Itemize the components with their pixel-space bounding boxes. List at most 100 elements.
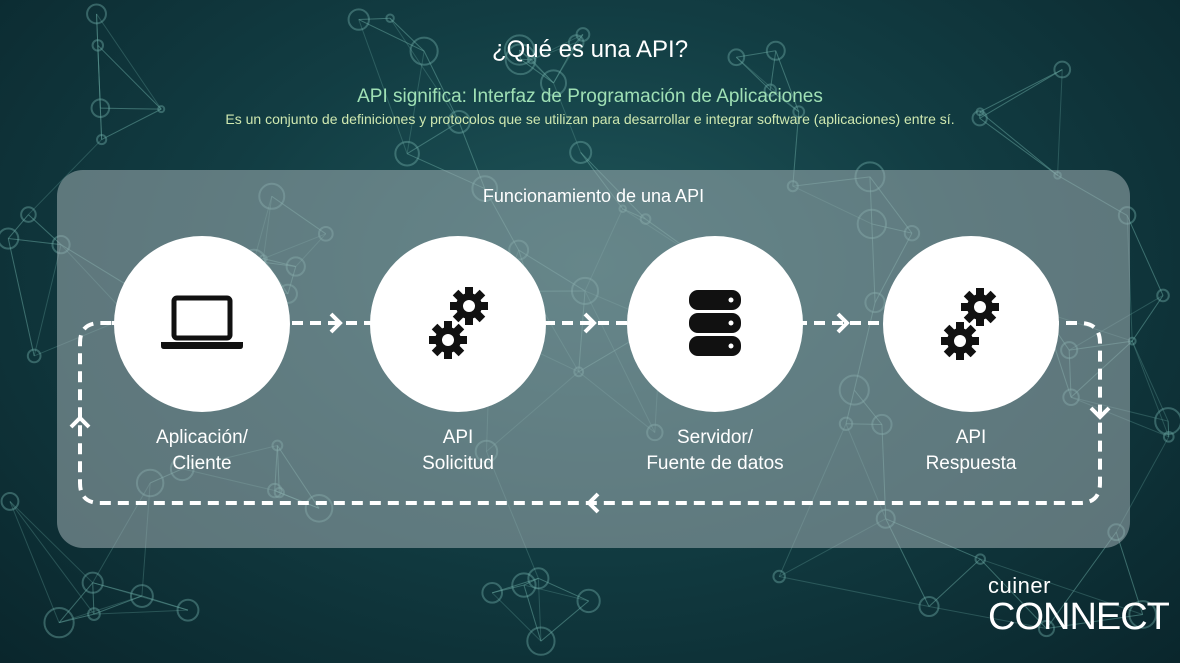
network-node: [1156, 288, 1170, 303]
network-link: [141, 595, 189, 611]
network-link: [735, 56, 800, 113]
network-link: [523, 577, 539, 586]
node-label-line2: Respuesta: [925, 453, 1017, 474]
subtitle: API significa: Interfaz de Programación …: [357, 86, 823, 107]
network-link: [96, 13, 162, 110]
network-node: [527, 567, 550, 590]
network-link: [770, 89, 800, 113]
network-link: [735, 56, 771, 91]
network-link: [99, 108, 103, 140]
network-node: [157, 105, 166, 114]
network-link: [928, 606, 1047, 630]
network-link: [28, 214, 62, 246]
node-label-line1: Aplicación/: [156, 427, 248, 448]
network-link: [538, 577, 589, 602]
brand-top: cuiner: [988, 573, 1051, 598]
arrow-up: [69, 415, 91, 429]
network-link: [735, 56, 771, 91]
arrow-right-1: [329, 312, 343, 334]
network-link: [1126, 215, 1164, 296]
node-label-line2: Fuente de datos: [646, 453, 784, 474]
network-link: [1167, 421, 1170, 437]
node-label-line2: Cliente: [172, 453, 232, 474]
network-node: [1053, 60, 1072, 79]
network-link: [92, 582, 143, 597]
network-link: [99, 108, 103, 140]
network-link: [100, 107, 162, 110]
network-link: [58, 582, 94, 623]
network-link: [519, 49, 522, 60]
network-link: [979, 111, 1058, 176]
network-link: [92, 582, 189, 611]
network-node: [727, 48, 746, 67]
network-link: [519, 49, 532, 61]
network-link: [980, 558, 1143, 615]
network-link: [979, 558, 1047, 629]
network-link: [58, 613, 95, 624]
node-label-line1: API: [442, 427, 474, 448]
network-link: [538, 577, 589, 602]
network-node: [971, 110, 988, 127]
network-link: [96, 13, 99, 46]
network-link: [33, 244, 62, 357]
network-link: [28, 214, 62, 246]
network-link: [141, 595, 189, 611]
network-link: [553, 34, 584, 84]
network-link: [1126, 215, 1164, 296]
network-link: [8, 238, 62, 246]
network-node: [539, 69, 568, 97]
network-link: [97, 45, 101, 109]
network-link: [96, 13, 99, 46]
arrow-right-3: [836, 312, 850, 334]
node-api-solicitud: [370, 236, 546, 412]
network-link: [92, 582, 143, 597]
network-link: [769, 50, 777, 91]
network-node: [765, 40, 786, 61]
network-link: [769, 50, 777, 91]
network-link: [928, 558, 981, 607]
network-link: [9, 501, 60, 623]
network-link: [770, 89, 800, 113]
network-link: [1131, 295, 1164, 342]
network-link: [979, 558, 1047, 629]
network-link: [406, 121, 460, 155]
network-link: [736, 50, 776, 58]
network-node: [575, 27, 591, 42]
network-link: [1046, 614, 1143, 630]
network-link: [520, 58, 532, 61]
panel-title: Funcionamiento de una API: [482, 186, 705, 206]
network-link: [58, 595, 143, 624]
node-label-api-solicitud: API Solicitud: [358, 425, 558, 477]
network-node: [975, 107, 985, 117]
network-link: [979, 69, 1063, 119]
network-link: [520, 58, 554, 84]
network-node: [576, 588, 601, 614]
node-label-line2: Solicitud: [422, 453, 494, 474]
network-link: [389, 17, 425, 52]
network-link: [979, 69, 1063, 113]
network-link: [100, 107, 162, 110]
network-link: [1131, 340, 1170, 437]
network-link: [423, 50, 460, 123]
network-link: [553, 42, 577, 84]
network-node: [918, 595, 940, 618]
node-servidor: [627, 236, 803, 412]
network-link: [523, 577, 539, 586]
network-node: [569, 140, 593, 164]
brand-logo: cuiner CONNECT: [988, 573, 1170, 638]
network-node: [567, 34, 585, 51]
network-link: [96, 13, 101, 109]
network-link: [553, 42, 577, 84]
network-link: [928, 558, 981, 607]
network-node: [1154, 407, 1180, 436]
gears-icon: [941, 288, 999, 360]
network-link: [1167, 421, 1170, 437]
network-link: [358, 19, 425, 52]
network-link: [92, 582, 95, 615]
network-node: [81, 571, 104, 594]
network-link: [358, 17, 391, 21]
network-node: [96, 133, 108, 146]
network-node: [792, 105, 806, 119]
network-node: [447, 110, 471, 134]
